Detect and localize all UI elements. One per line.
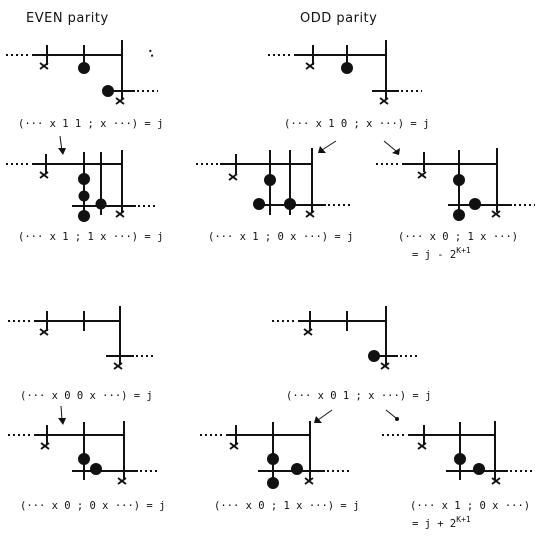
label-odd-4b-result: = j + 2K+1 bbox=[412, 515, 471, 530]
label-even-3: (··· x 0 0 x ···) = j bbox=[20, 390, 153, 402]
diagram-even-2 bbox=[6, 150, 158, 222]
diagram-odd-2b bbox=[376, 148, 535, 221]
label-odd-1: (··· x 1 0 ; x ···) = j bbox=[284, 118, 429, 130]
odd-parity-header: ODD parity bbox=[300, 11, 377, 26]
diagram-odd-4a bbox=[200, 421, 349, 489]
label-odd-2b-result: = j - 2K+1 bbox=[412, 246, 471, 261]
diagram-odd-1 bbox=[268, 40, 422, 105]
diagram-even-1 bbox=[6, 40, 158, 105]
label-odd-4a: (··· x 0 ; 1 x ···) = j bbox=[214, 500, 359, 512]
label-odd-2a: (··· x 1 ; 0 x ···) = j bbox=[208, 231, 353, 243]
diagram-odd-4b bbox=[382, 421, 532, 485]
diagram-odd-2a bbox=[196, 148, 350, 218]
diagram-even-3 bbox=[8, 306, 156, 370]
diagram-odd-3 bbox=[272, 306, 420, 370]
label-even-2: (··· x 1 ; 1 x ···) = j bbox=[18, 231, 163, 243]
diagram-even-4 bbox=[8, 421, 160, 485]
label-odd-4b: (··· x 1 ; 0 x ···) bbox=[410, 500, 530, 512]
label-odd-2b: (··· x 0 ; 1 x ···) bbox=[398, 231, 518, 243]
label-odd-3: (··· x 0 1 ; x ···) = j bbox=[286, 390, 431, 402]
even-parity-header: EVEN parity bbox=[26, 11, 109, 26]
label-even-1: (··· x 1 1 ; x ···) = j bbox=[18, 118, 163, 130]
label-even-4: (··· x 0 ; 0 x ···) = j bbox=[20, 500, 165, 512]
